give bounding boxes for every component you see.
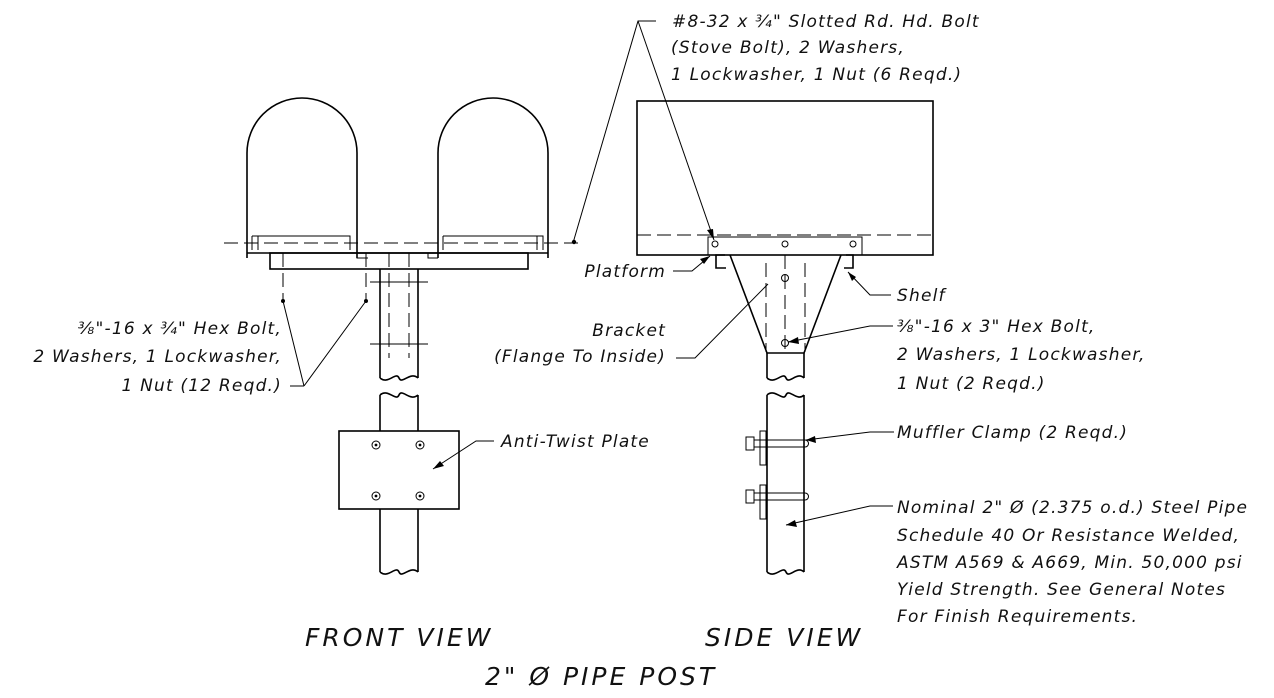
hex-front-note-line1: ⅜"-16 x ¾" Hex Bolt, [78, 319, 282, 339]
pipe-note-line4: Yield Strength. See General Notes [897, 580, 1226, 600]
shelf-label: Shelf [897, 286, 948, 306]
muffler-clamp-label: Muffler Clamp (2 Reqd.) [897, 423, 1128, 443]
side-lower-pipe [766, 392, 805, 572]
front-view [224, 97, 580, 575]
hex-side-note-line2: 2 Washers, 1 Lockwasher, [897, 345, 1146, 365]
platform-label: Platform [584, 262, 666, 282]
front-view-title: FRONT VIEW [305, 623, 493, 652]
muffler-clamp-upper [745, 430, 809, 466]
front-platform [269, 252, 529, 270]
hex-front-note-line3: 1 Nut (12 Reqd.) [121, 376, 282, 396]
side-view [636, 100, 934, 575]
bracket-label-line2: (Flange To Inside) [494, 347, 666, 367]
bolt-top-note-line1: #8-32 x ¾" Slotted Rd. Hd. Bolt [672, 12, 980, 32]
annotations: #8-32 x ¾" Slotted Rd. Hd. Bolt (Stove B… [33, 12, 1248, 691]
drawing-title: 2" Ø PIPE POST [485, 662, 717, 691]
muffler-clamp-lower [745, 484, 809, 520]
anti-twist-label: Anti-Twist Plate [500, 432, 650, 452]
front-upper-pipe [379, 269, 419, 360]
leader-lines [282, 20, 894, 527]
hex-side-note-line1: ⅜"-16 x 3" Hex Bolt, [897, 317, 1096, 337]
front-signal-head-left [246, 97, 358, 258]
anti-twist-bolts [371, 440, 425, 501]
shelf-left [715, 254, 726, 269]
shelf-right [844, 254, 854, 269]
front-signal-head-right [437, 97, 549, 258]
pipe-note-line1: Nominal 2" Ø (2.375 o.d.) Steel Pipe [897, 498, 1248, 518]
pipe-note-line2: Schedule 40 Or Resistance Welded, [897, 526, 1240, 546]
bracket-label-line1: Bracket [592, 321, 666, 341]
pipe-note-line5: For Finish Requirements. [897, 607, 1138, 627]
side-view-title: SIDE VIEW [705, 623, 863, 652]
hex-side-note-line3: 1 Nut (2 Reqd.) [897, 374, 1046, 394]
side-signal-head [636, 100, 934, 256]
bolt-top-note-line2: (Stove Bolt), 2 Washers, [671, 38, 905, 58]
pipe-note-line3: ASTM A569 & A669, Min. 50,000 psi [896, 553, 1243, 573]
hex-front-note-line2: 2 Washers, 1 Lockwasher, [33, 347, 282, 367]
side-platform [707, 236, 863, 256]
anti-twist-plate [338, 430, 460, 510]
bolt-top-note-line3: 1 Lockwasher, 1 Nut (6 Reqd.) [671, 65, 962, 85]
